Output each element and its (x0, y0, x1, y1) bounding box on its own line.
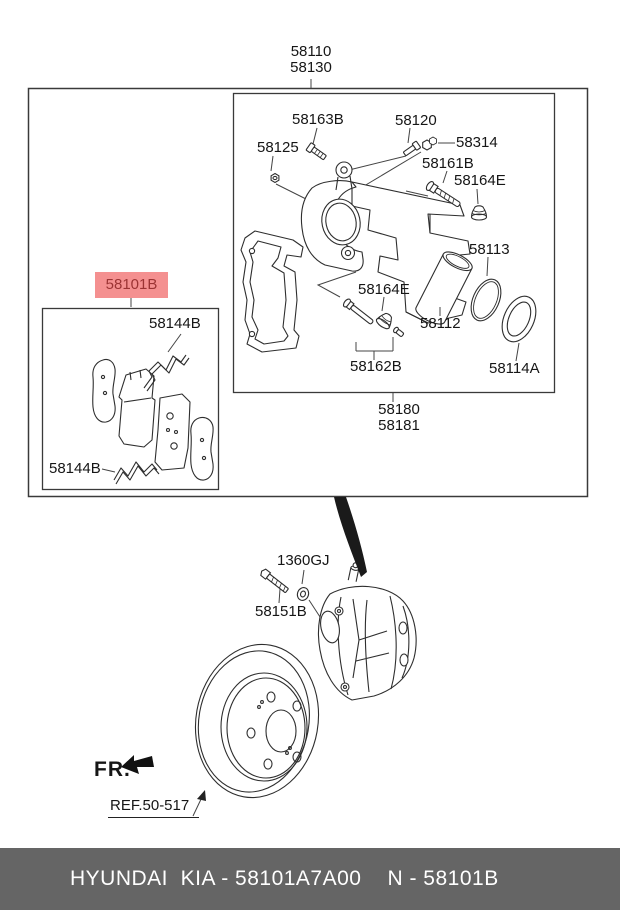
part-label-58120[interactable]: 58120 (395, 112, 437, 129)
part-label-1360gj[interactable]: 1360GJ (277, 552, 330, 569)
outer-box (27, 87, 589, 498)
fr-direction-label: FR. (94, 758, 131, 781)
part-label-58144b-bottom[interactable]: 58144B (49, 460, 101, 477)
part-label-58314[interactable]: 58314 (456, 134, 498, 151)
part-label-58110-58130[interactable]: 58110 58130 (288, 44, 334, 76)
pad-kit-box (41, 307, 220, 491)
fr-arrow-icon (121, 755, 154, 774)
mount-bolt-drawing (260, 568, 289, 593)
part-label-58112[interactable]: 58112 (420, 315, 461, 332)
footer-catalog-text: HYUNDAI KIA - 58101A7A00 (70, 867, 362, 890)
part-label-58151b[interactable]: 58151B (255, 603, 307, 620)
lower-guide-rod-drawing (342, 298, 374, 325)
guide-bolt-drawing (305, 142, 327, 161)
part-label-58144b-top[interactable]: 58144B (149, 315, 201, 332)
guide-rod-drawing (425, 180, 461, 208)
tiny-bolt-drawing (393, 326, 404, 337)
part-label-line: 58180 (378, 401, 420, 418)
ref-arrowhead (197, 790, 206, 801)
carrier-bracket-drawing (240, 230, 304, 353)
dust-boot-ring-drawing (501, 295, 537, 343)
washer-drawing (296, 587, 310, 601)
rod-boot-drawing (375, 312, 393, 330)
part-label-58164e-upper[interactable]: 58164E (454, 172, 506, 189)
pointer-swoosh (334, 497, 367, 577)
piston-and-seals-drawing (415, 251, 537, 343)
part-label-58161b[interactable]: 58161B (422, 155, 474, 172)
part-label-58163b[interactable]: 58163B (292, 111, 344, 128)
brake-pads-drawing (92, 354, 214, 485)
part-label-58125[interactable]: 58125 (257, 139, 299, 156)
cap-nut-drawing (422, 136, 437, 151)
part-label-58180-58181[interactable]: 58180 58181 (376, 402, 422, 434)
footer-part-text: N - 58101B (387, 867, 499, 890)
part-label-line: 58130 (290, 59, 332, 76)
bleeder-screw-drawing (403, 140, 421, 157)
part-label-58164e-lower[interactable]: 58164E (358, 281, 410, 298)
ref-page-label[interactable]: REF.50-517 (108, 798, 200, 818)
caliper-hardware-drawings (270, 136, 488, 337)
footer-banner: HYUNDAI KIA - 58101A7A00 N - 58101B (0, 848, 620, 910)
part-label-58113[interactable]: 58113 (469, 241, 510, 258)
lower-caliper-drawing (317, 562, 417, 701)
diagram-line-art (27, 79, 589, 817)
part-label-58101b[interactable]: 58101B (95, 272, 168, 298)
rotor-drawing (194, 643, 320, 799)
small-nut-drawing (270, 172, 280, 184)
part-label-line: 58181 (378, 417, 420, 434)
part-label-58114a[interactable]: 58114A (489, 360, 540, 377)
part-label-line: 58110 (290, 43, 332, 60)
boot-cap-drawing (470, 205, 488, 221)
piston-drawing (415, 251, 473, 325)
seal-ring-drawing (470, 278, 502, 322)
pad-clip-bottom-drawing (113, 461, 160, 485)
pad-clip-top-drawing (143, 354, 190, 392)
caliper-kit-box (232, 92, 556, 394)
part-label-58162b[interactable]: 58162B (350, 358, 402, 375)
